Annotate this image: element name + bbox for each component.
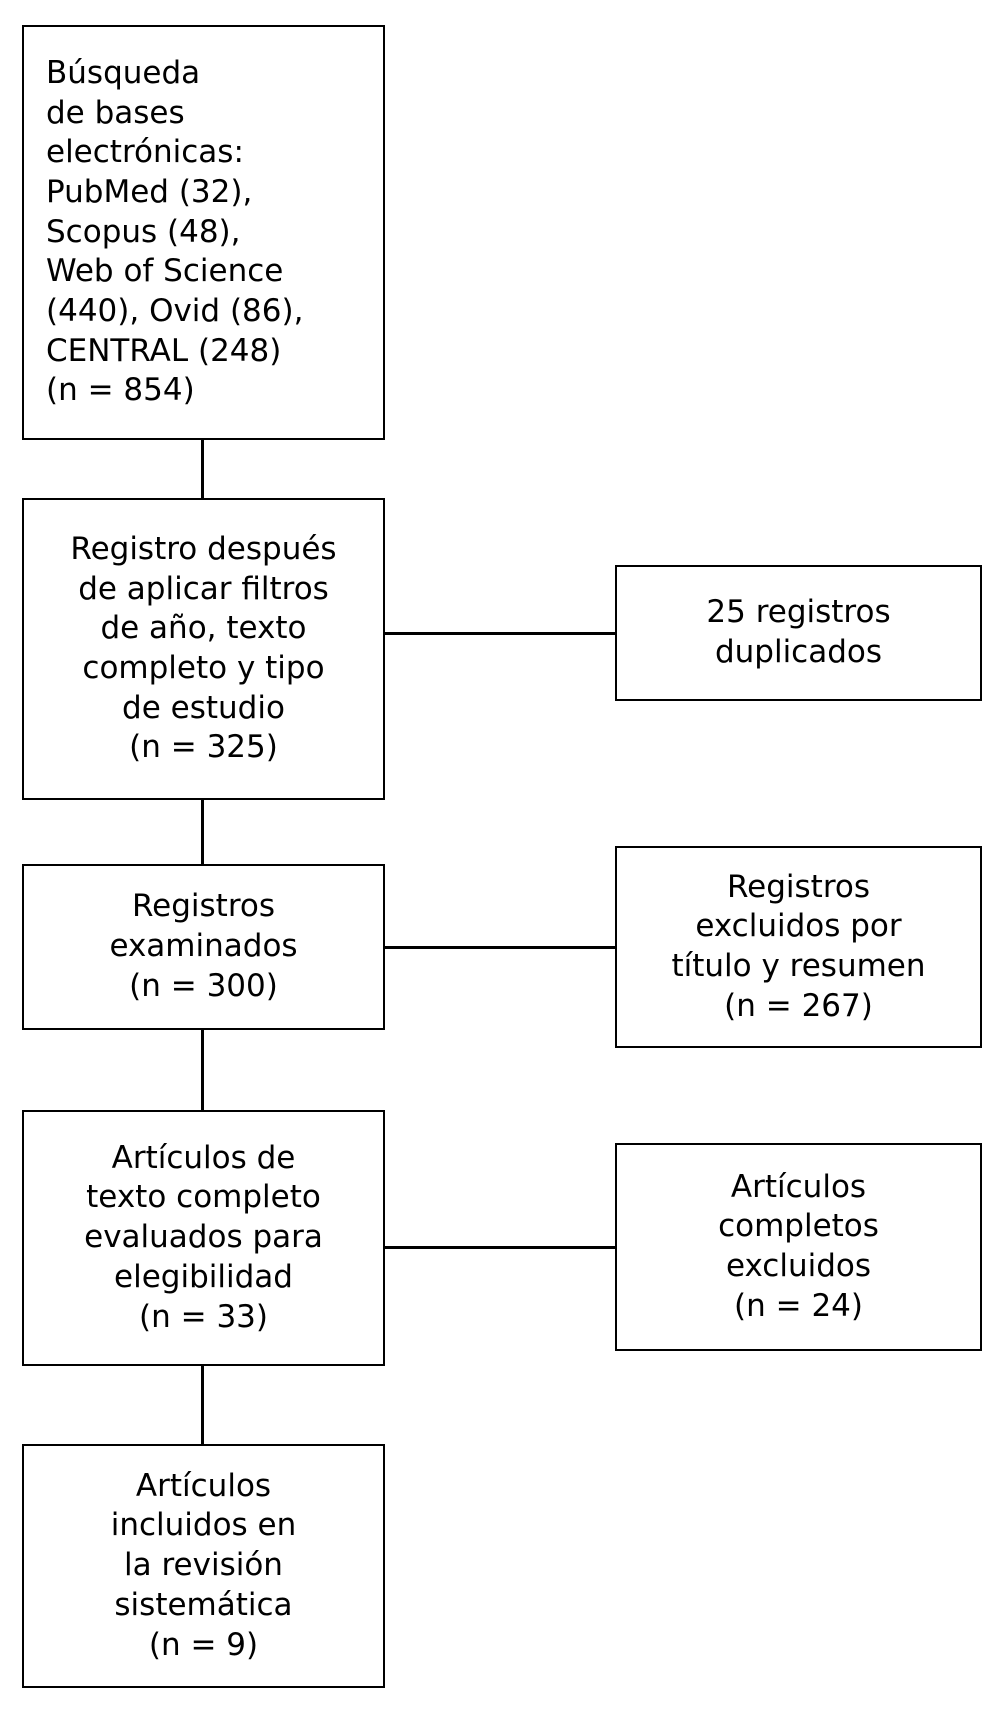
connector-filtered-to-screened [201, 798, 204, 866]
connector-fulltext-to-fulltext-excluded [383, 1246, 617, 1249]
connector-screened-to-fulltext [201, 1028, 204, 1112]
connector-screened-to-excluded [383, 946, 617, 949]
node-records-excluded: Registros excluidos por título y resumen… [615, 846, 982, 1048]
node-studies-included: Artículos incluidos en la revisión siste… [22, 1444, 385, 1688]
connector-identified-to-filtered [201, 438, 204, 500]
node-fulltext-excluded: Artículos completos excluidos (n = 24) [615, 1143, 982, 1351]
connector-filtered-to-duplicates [383, 632, 617, 635]
connector-fulltext-to-included [201, 1364, 204, 1446]
node-records-screened: Registros examinados (n = 300) [22, 864, 385, 1030]
node-records-identified: Búsqueda de bases electrónicas: PubMed (… [22, 25, 385, 440]
node-duplicates-removed: 25 registros duplicados [615, 565, 982, 701]
node-fulltext-assessed: Artículos de texto completo evaluados pa… [22, 1110, 385, 1366]
node-records-filtered: Registro después de aplicar filtros de a… [22, 498, 385, 800]
